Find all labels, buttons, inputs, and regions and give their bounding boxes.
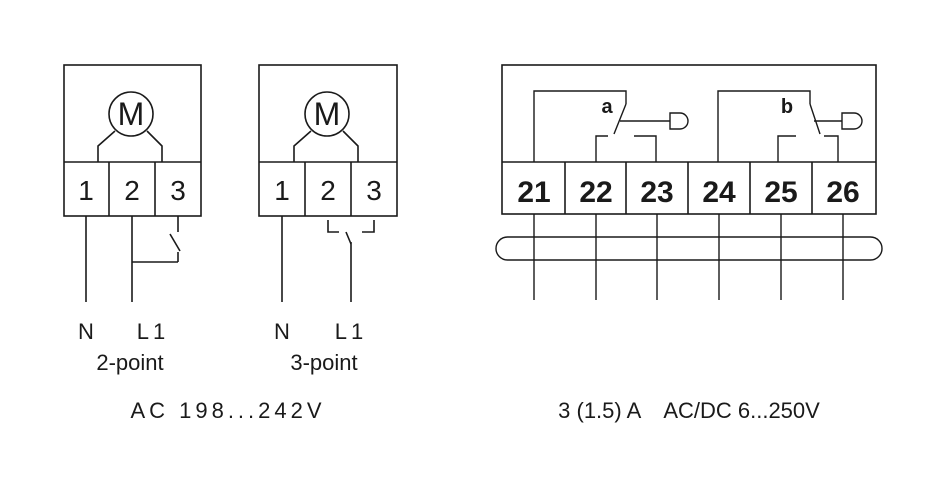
three-point-housing [258,64,398,217]
wire-label-l1: L1 [137,319,169,344]
changeover-switch-icon [345,231,352,245]
contact-label-a: a [601,96,613,118]
terminal-1: 1 [274,175,290,206]
terminal-2: 2 [124,175,140,206]
motor-lead-left [293,130,312,162]
contact-a-cam-icon [669,112,689,130]
supply-label: AC 198...242V [130,398,325,423]
two-point-actuator: M 1 2 3 N L1 2-point [63,64,202,375]
cable-bundle-icon [495,236,883,261]
contact-b-right [824,135,839,162]
contact-b-common [717,90,811,162]
contact-a-switch [613,103,627,135]
changeover-right [362,220,375,233]
mode-label-2-point: 2-point [96,350,163,375]
terminal-25: 25 [764,176,797,209]
changeover-left [327,220,339,233]
switch-icon [169,233,181,252]
wire-label-n: N [78,319,94,344]
terminal-2: 2 [320,175,336,206]
motor-label: M [314,96,341,132]
motor-lead-left [97,130,116,162]
contact-a-common [533,90,627,162]
motor-icon [304,91,350,137]
terminal-26: 26 [826,176,859,209]
terminal-23: 23 [640,176,673,209]
contact-b-left [777,135,796,162]
mode-label-3-point: 3-point [290,350,357,375]
terminal-24: 24 [702,176,736,209]
motor-lead-right [146,130,163,162]
motor-icon [108,91,154,137]
terminal-22: 22 [579,176,612,209]
contact-a-right [634,135,657,162]
contact-b-cam-icon [841,112,863,130]
contact-b-switch [809,103,821,135]
wire-label-l1: L1 [335,319,367,344]
terminal-21: 21 [517,176,550,209]
terminal-3: 3 [170,175,186,206]
three-point-actuator: M 1 2 3 N L1 3-point [258,64,398,375]
aux-housing [501,64,877,215]
terminal-3: 3 [366,175,382,206]
auxiliary-switch-block: a b 21 22 23 24 25 26 [495,64,883,300]
wire-label-n: N [274,319,290,344]
rating-label: 3 (1.5) A AC/DC 6...250V [558,398,820,423]
contact-a-left [595,135,608,162]
motor-label: M [118,96,145,132]
contact-label-b: b [781,96,793,118]
terminal-1: 1 [78,175,94,206]
motor-lead-right [342,130,359,162]
